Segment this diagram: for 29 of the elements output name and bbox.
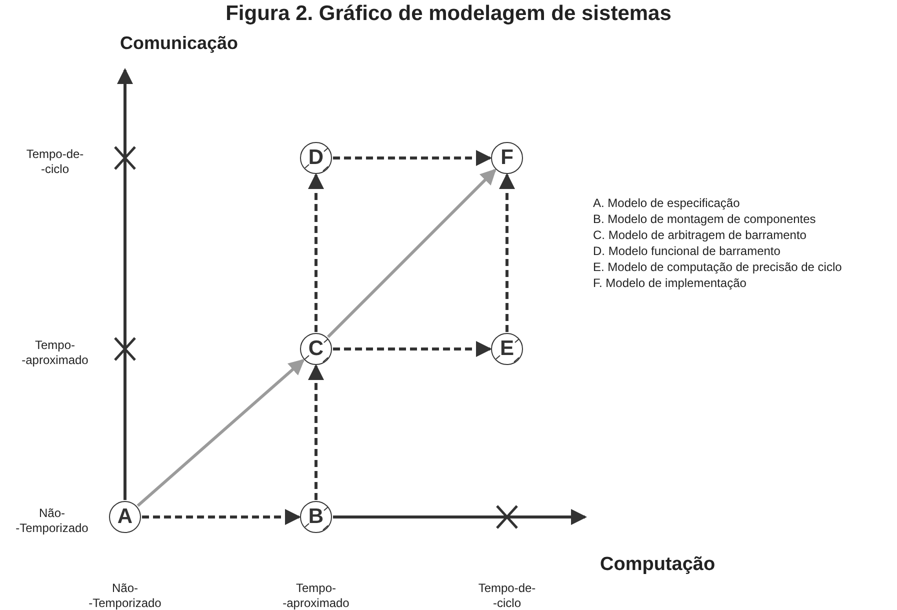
letter-circle: F [491, 142, 523, 174]
letter-circle: D [300, 142, 332, 174]
axis-tick-label: Tempo-de- -ciclo [25, 147, 85, 177]
axis-tick-label: Não- -Temporizado [88, 581, 162, 610]
legend-text: B. Modelo de montagem de componentes [593, 212, 816, 227]
legend-text: D. Modelo funcional de barramento [593, 244, 780, 259]
letter-circle: B [300, 501, 332, 533]
axis-title: Comunicação [120, 36, 238, 51]
axis-tick-label: Tempo- -aproximado [20, 338, 90, 368]
letter-circle: A [109, 501, 141, 533]
legend-text: A. Modelo de especificação [593, 196, 740, 211]
legend-text: F. Modelo de implementação [593, 276, 746, 291]
dashed-arrow [142, 509, 301, 525]
dashed-arrow [499, 173, 515, 332]
axis-title: Computação [600, 557, 716, 572]
legend-text: C. Modelo de arbitragem de barramento [593, 228, 806, 243]
diagonal-arrow [326, 168, 496, 338]
dashed-arrow [333, 150, 492, 166]
dashed-arrow [308, 173, 324, 332]
legend-text: E. Modelo de computação de precisão de ciclo [593, 260, 842, 275]
dashed-arrow [308, 364, 324, 500]
figure-title: Figura 2. Gráfico de modelagem de sistemas [224, 2, 672, 26]
axis-tick-label: Tempo- -aproximado [282, 581, 350, 610]
diagonal-arrow [136, 358, 305, 507]
axis-tick-label: Não- -Temporizado [14, 506, 90, 536]
letter-circle: E [491, 333, 523, 365]
letter-circle: C [300, 333, 332, 365]
dashed-arrow [333, 341, 492, 357]
axis-tick-label: Tempo-de- -ciclo [477, 581, 537, 610]
